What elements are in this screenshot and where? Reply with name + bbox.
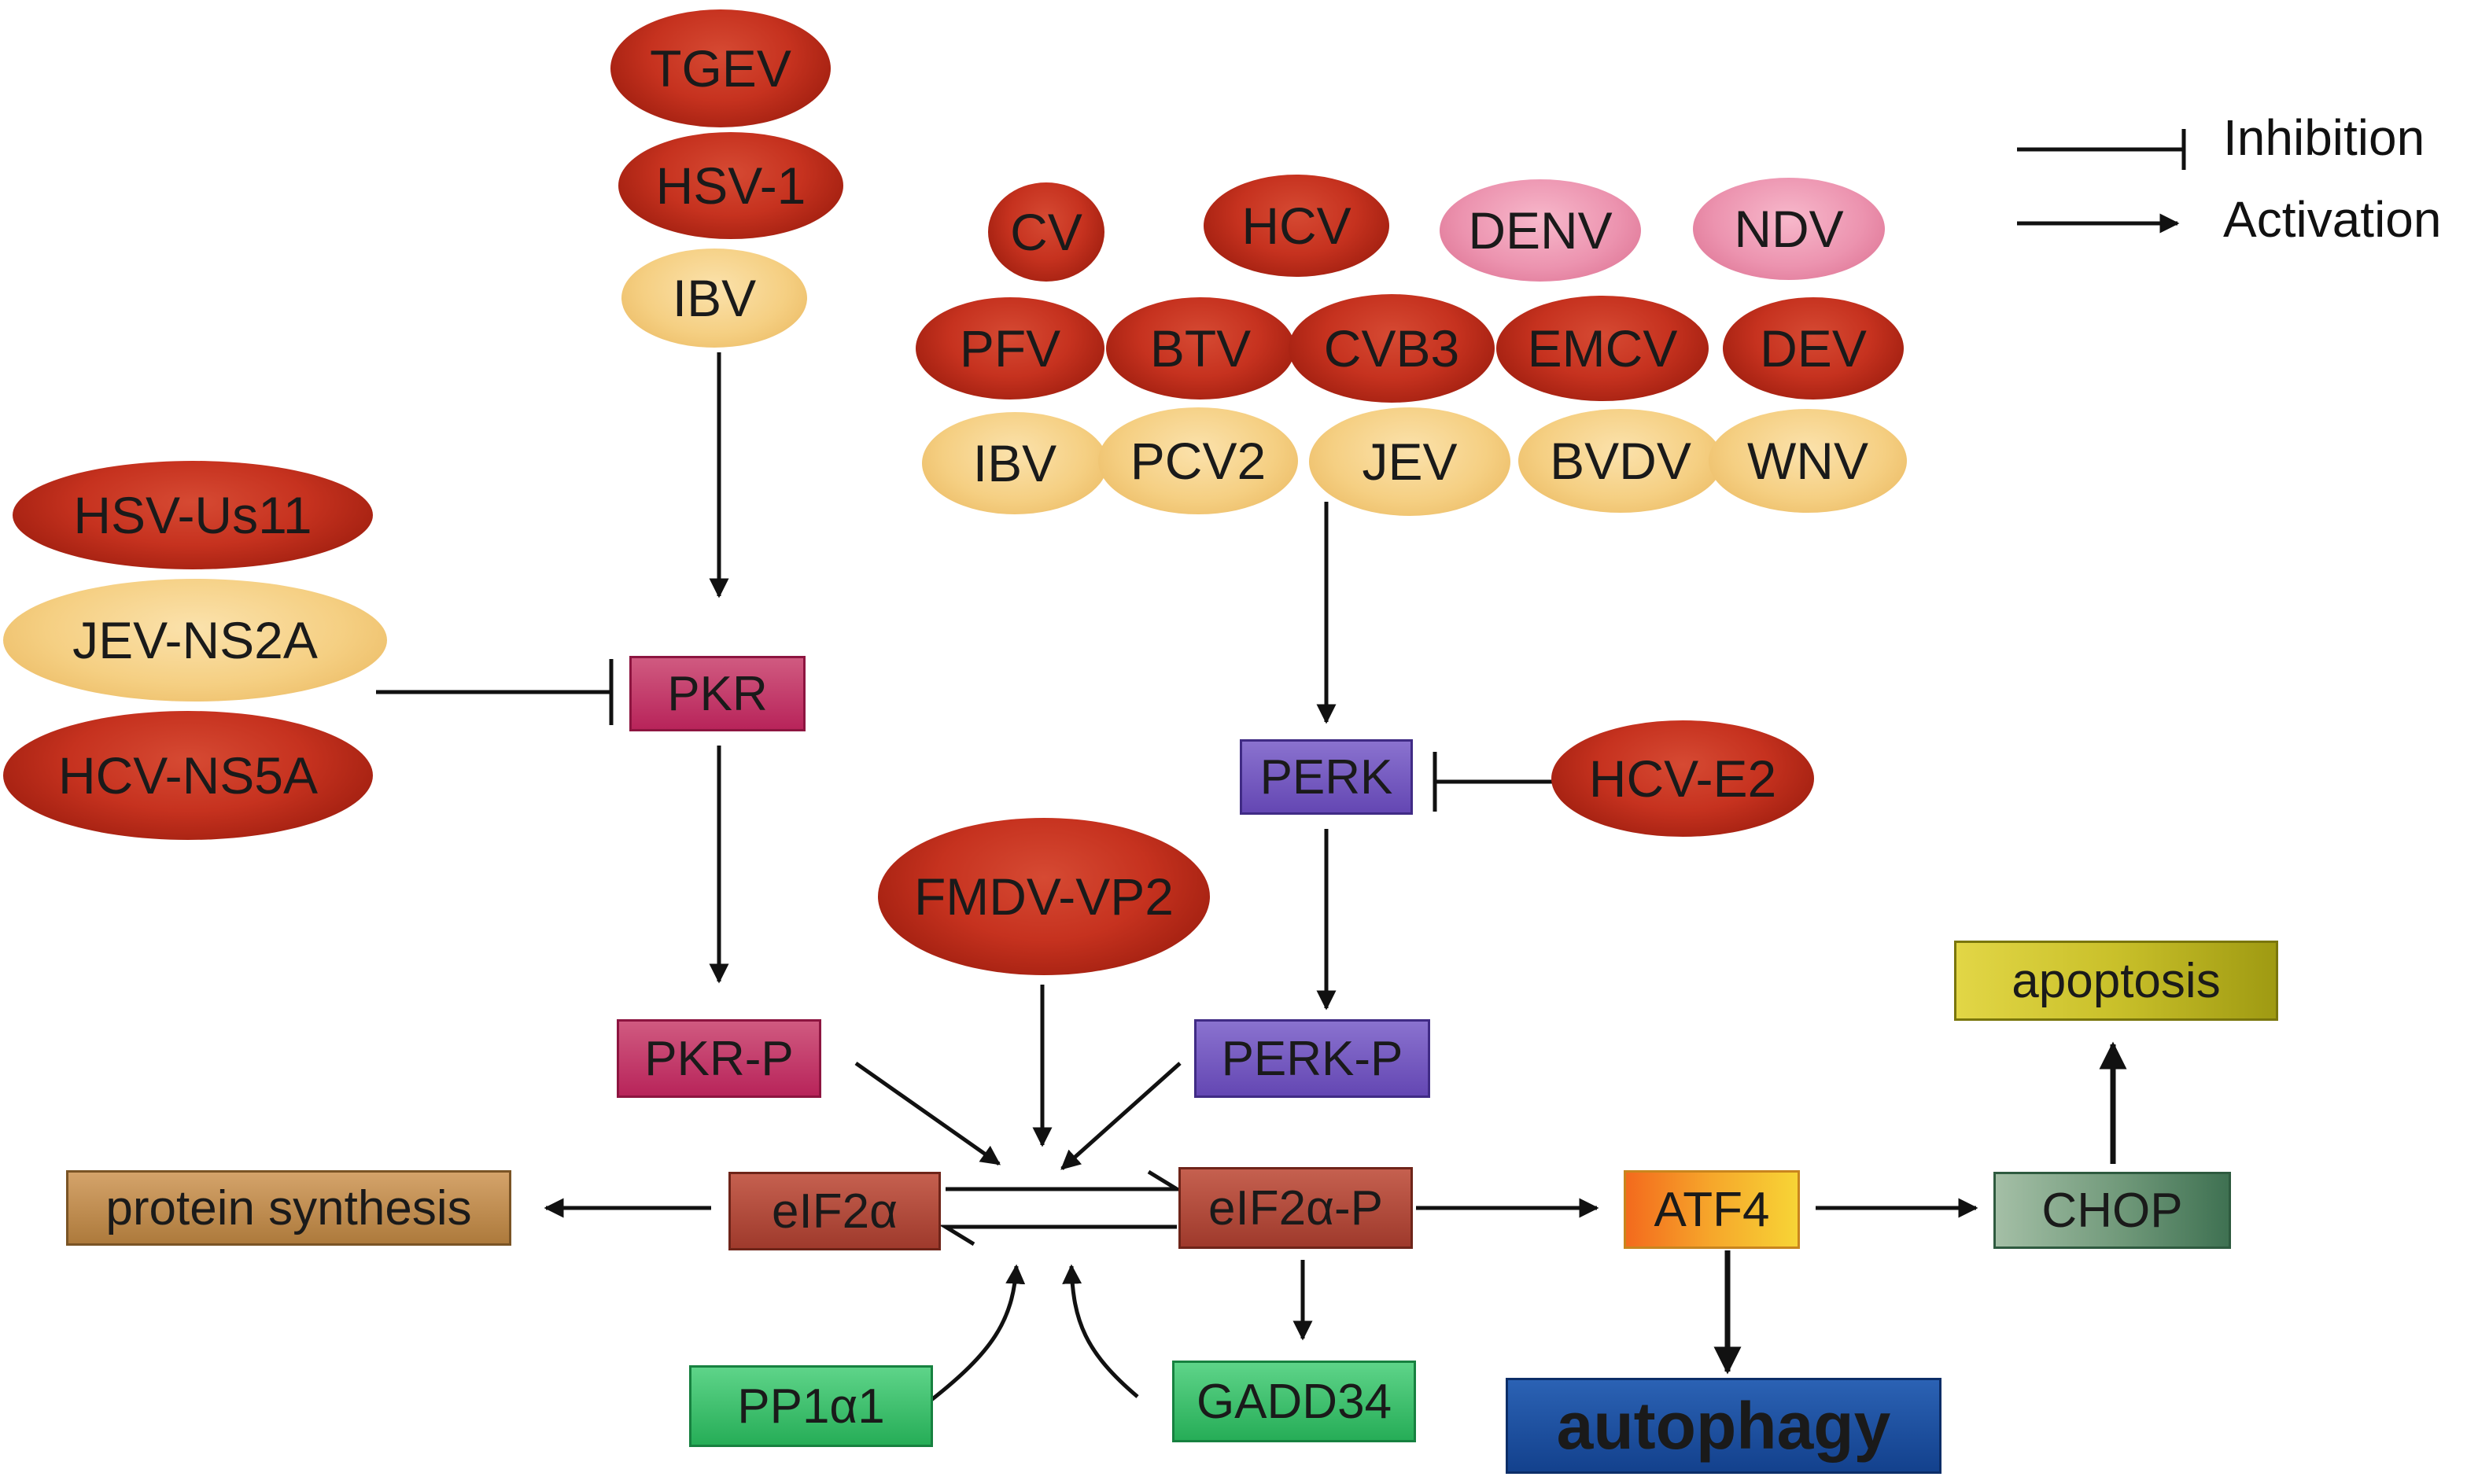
legend-activation-label: Activation (2223, 191, 2442, 248)
node-perk-p: PERK-P (1194, 1019, 1430, 1098)
virus-emcv: EMCV (1496, 296, 1709, 401)
virus-cv: CV (988, 182, 1104, 282)
inhibitor-jev-ns2a: JEV-NS2A (3, 579, 387, 701)
inhibitor-hsv-us11: HSV-Us11 (13, 461, 373, 569)
node-perk: PERK (1240, 739, 1413, 815)
node-pkr-p: PKR-P (617, 1019, 821, 1098)
virus-wnv: WNV (1709, 409, 1907, 513)
inhibitor-hcv-ns5a: HCV-NS5A (3, 711, 373, 840)
virus-bvdv: BVDV (1518, 409, 1723, 513)
node-protein-synthesis: protein synthesis (66, 1170, 511, 1246)
virus-dev: DEV (1723, 297, 1904, 400)
virus-ibv-pkr: IBV (621, 249, 807, 348)
virus-hcv: HCV (1204, 175, 1389, 277)
legend-inhibition-label: Inhibition (2223, 109, 2425, 166)
node-apoptosis: apoptosis (1954, 941, 2278, 1021)
node-chop: CHOP (1993, 1172, 2231, 1249)
virus-tgev: TGEV (610, 9, 831, 127)
node-eif2a: eIF2α (728, 1172, 941, 1250)
node-autophagy: autophagy (1506, 1378, 1941, 1474)
edge-perk-p-to-center (1060, 1062, 1182, 1170)
activator-fmdv-vp2: FMDV-VP2 (878, 818, 1210, 975)
edge-pp1a1-to-center (930, 1264, 1026, 1401)
virus-jev: JEV (1309, 407, 1510, 516)
virus-denv: DENV (1440, 179, 1641, 282)
virus-cvb3: CVB3 (1289, 294, 1495, 403)
edge-gadd34-to-center (1062, 1264, 1139, 1398)
node-eif2a-p: eIF2α-P (1178, 1167, 1413, 1249)
virus-pcv2: PCV2 (1098, 407, 1298, 514)
virus-btv: BTV (1106, 297, 1295, 400)
node-pp1a1: PP1α1 (689, 1365, 933, 1447)
edge-equilibrium-reverse (938, 1224, 1177, 1246)
inhibitor-hcv-e2: HCV-E2 (1551, 720, 1814, 837)
node-atf4: ATF4 (1624, 1170, 1800, 1249)
node-gadd34: GADD34 (1172, 1361, 1416, 1442)
node-pkr: PKR (629, 656, 806, 731)
edge-equilibrium-forward (946, 1169, 1184, 1191)
virus-ibv-perk: IBV (922, 412, 1108, 514)
edge-pkr-p-to-center (854, 1061, 1001, 1166)
virus-hsv-1: HSV-1 (618, 132, 843, 239)
virus-pfv: PFV (916, 297, 1104, 400)
virus-ndv: NDV (1693, 178, 1885, 280)
